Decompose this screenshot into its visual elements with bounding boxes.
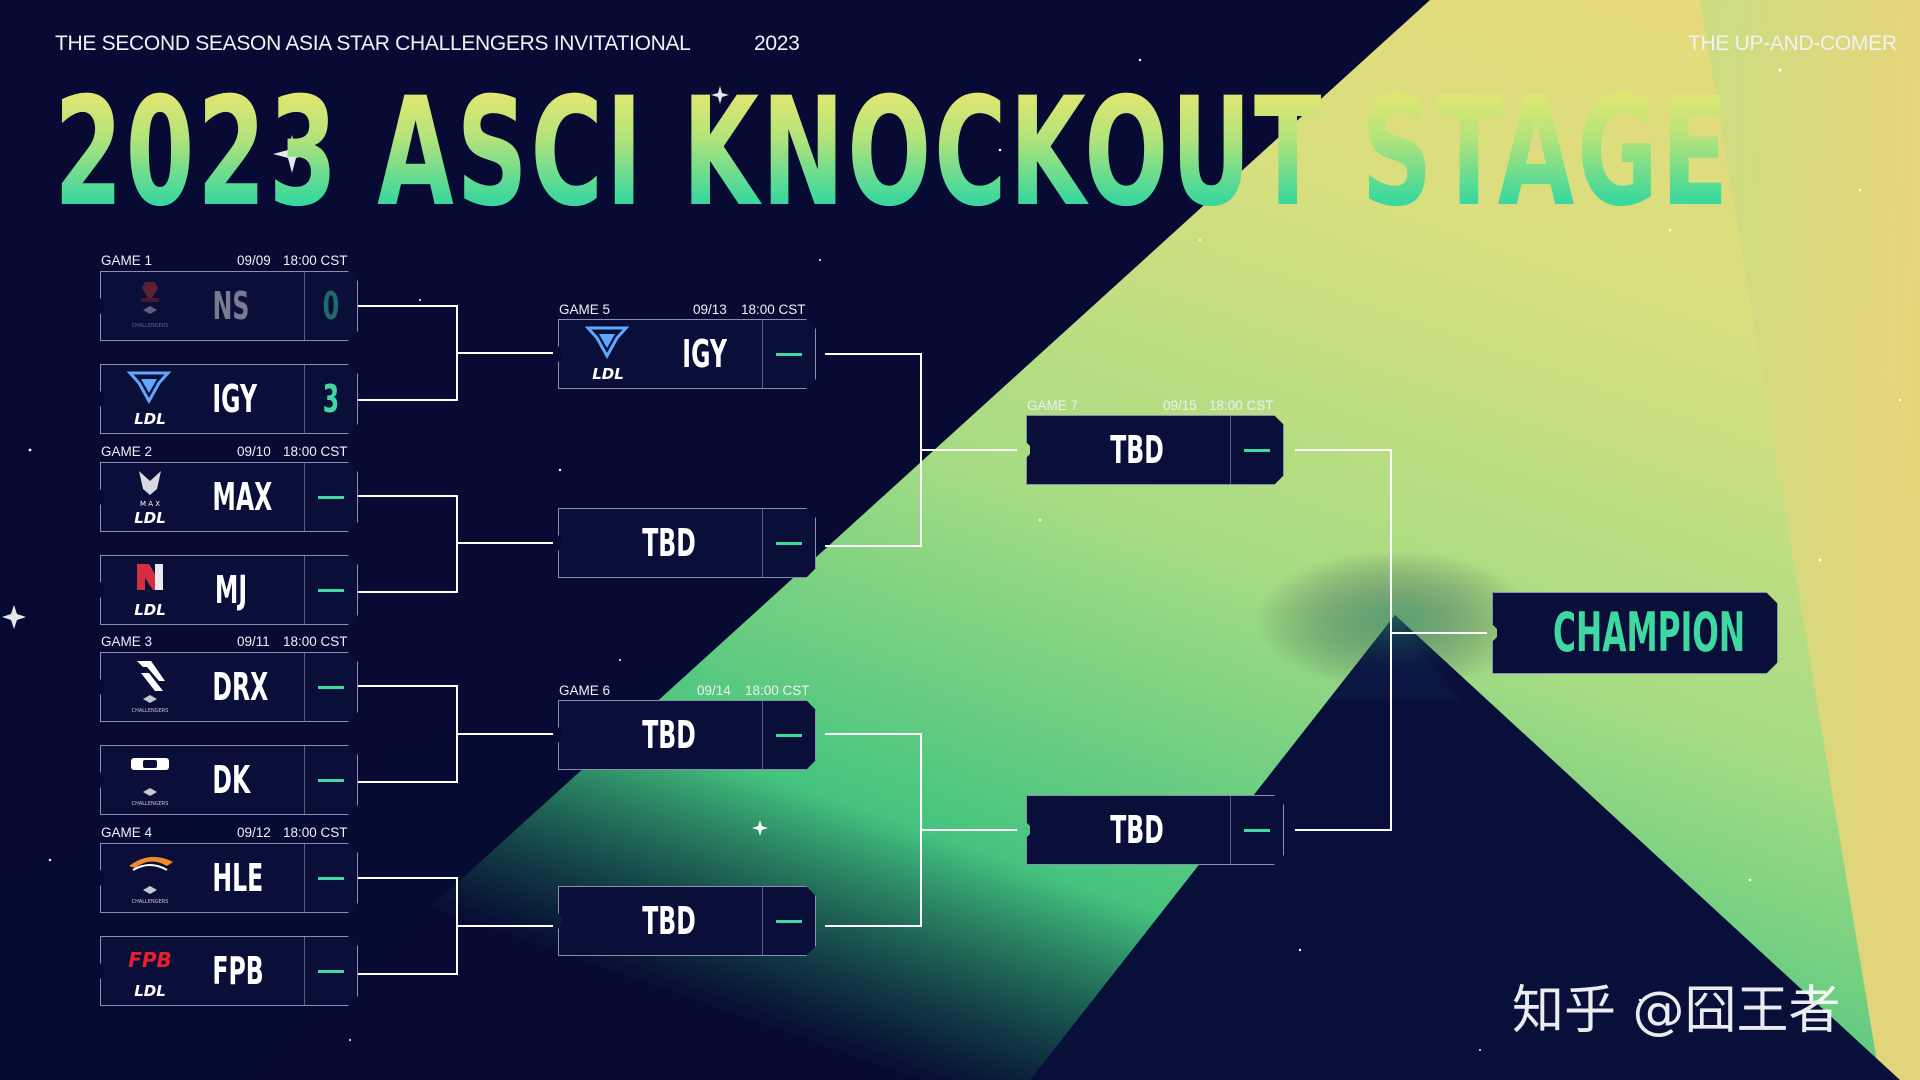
- game-5-team-a[interactable]: LDL IGY: [558, 319, 816, 389]
- dk-logo-icon: CHALLENGERS: [105, 750, 195, 810]
- year-label: 2023: [754, 32, 800, 55]
- svg-text:LDL: LDL: [134, 601, 166, 619]
- team-name: MAX: [212, 475, 273, 519]
- match-1-team-a[interactable]: CHALLENGERS NS 0: [100, 271, 358, 341]
- igy-logo-icon: LDL: [563, 324, 653, 384]
- game-5-team-b[interactable]: TBD: [558, 508, 816, 578]
- team-name: TBD: [1110, 428, 1164, 472]
- score-dash: [1244, 829, 1270, 832]
- watermark: 知乎 @囧王者: [1512, 981, 1841, 1041]
- score-dash: [318, 496, 344, 499]
- team-name: TBD: [642, 713, 696, 757]
- team-score: 0: [322, 284, 340, 328]
- team-name: HLE: [212, 856, 264, 900]
- mj-logo-icon: LDL: [105, 560, 195, 620]
- team-name: TBD: [1110, 808, 1164, 852]
- team-name: TBD: [642, 899, 696, 943]
- svg-text:FPB: FPB: [128, 948, 172, 972]
- score-dash: [318, 779, 344, 782]
- match-4-team-b[interactable]: FPB LDL FPB: [100, 936, 358, 1006]
- score-dash: [776, 734, 802, 737]
- score-dash: [1244, 449, 1270, 452]
- match-2-team-a[interactable]: M A X LDL MAX: [100, 462, 358, 532]
- tagline: THE UP-AND-COMER: [1688, 32, 1897, 55]
- game-6-team-b[interactable]: TBD: [558, 886, 816, 956]
- season-title: THE SECOND SEASON ASIA STAR CHALLENGERS …: [55, 32, 691, 55]
- svg-text:LDL: LDL: [592, 365, 624, 383]
- team-score: 3: [322, 377, 340, 421]
- ns-logo-icon: CHALLENGERS: [105, 276, 195, 336]
- max-logo-icon: M A X LDL: [105, 467, 195, 527]
- drx-logo-icon: CHALLENGERS: [105, 657, 195, 717]
- svg-text:LDL: LDL: [134, 982, 166, 1000]
- match-2-team-b[interactable]: LDL MJ: [100, 555, 358, 625]
- svg-text:CHALLENGERS: CHALLENGERS: [132, 323, 169, 329]
- champion-label: CHAMPION: [1553, 601, 1746, 664]
- game-2-label: GAME 2 09/10 18:00 CST: [101, 444, 348, 459]
- svg-text:CHALLENGERS: CHALLENGERS: [132, 899, 169, 905]
- svg-text:LDL: LDL: [134, 509, 166, 527]
- score-dash: [776, 920, 802, 923]
- team-name: NS: [212, 284, 250, 328]
- game-5-label: GAME 5 09/13 18:00 CST: [559, 302, 806, 317]
- page-title: 2023 ASCI KNOCKOUT STAGE: [54, 66, 1732, 240]
- team-name: DK: [212, 758, 251, 802]
- svg-text:CHALLENGERS: CHALLENGERS: [132, 801, 169, 807]
- game-7-label: GAME 7 09/15 18:00 CST: [1027, 398, 1274, 413]
- match-4-team-a[interactable]: CHALLENGERS HLE: [100, 843, 358, 913]
- team-name: MJ: [214, 568, 248, 612]
- bracket-lines: [357, 305, 1487, 975]
- svg-text:M A X: M A X: [140, 500, 160, 508]
- game-6-team-a[interactable]: TBD: [558, 700, 816, 770]
- score-dash: [318, 589, 344, 592]
- hle-logo-icon: CHALLENGERS: [105, 848, 195, 908]
- game-6-label: GAME 6 09/14 18:00 CST: [559, 683, 810, 698]
- game-1-label: GAME 1 09/09 18:00 CST: [101, 253, 348, 268]
- score-dash: [776, 353, 802, 356]
- match-3-team-b[interactable]: CHALLENGERS DK: [100, 745, 358, 815]
- game-3-label: GAME 3 09/11 18:00 CST: [101, 634, 348, 649]
- team-name: DRX: [212, 665, 269, 709]
- fpb-logo-icon: FPB LDL: [105, 941, 195, 1001]
- igy-logo-icon: LDL: [105, 369, 195, 429]
- game-7-team-a[interactable]: TBD: [1026, 415, 1284, 485]
- game-4-label: GAME 4 09/12 18:00 CST: [101, 825, 348, 840]
- match-3-team-a[interactable]: CHALLENGERS DRX: [100, 652, 358, 722]
- team-name: IGY: [682, 332, 727, 376]
- team-name: IGY: [212, 377, 258, 421]
- game-7-team-b[interactable]: TBD: [1026, 795, 1284, 865]
- score-dash: [318, 877, 344, 880]
- score-dash: [318, 686, 344, 689]
- svg-text:LDL: LDL: [134, 410, 166, 428]
- svg-text:CHALLENGERS: CHALLENGERS: [132, 708, 169, 714]
- score-dash: [776, 542, 802, 545]
- dark-pyramid: [1030, 615, 1900, 1080]
- score-dash: [318, 970, 344, 973]
- match-1-team-b[interactable]: LDL IGY 3: [100, 364, 358, 434]
- team-name: TBD: [642, 521, 696, 565]
- champion-box[interactable]: CHAMPION: [1492, 592, 1778, 674]
- team-name: FPB: [212, 949, 264, 993]
